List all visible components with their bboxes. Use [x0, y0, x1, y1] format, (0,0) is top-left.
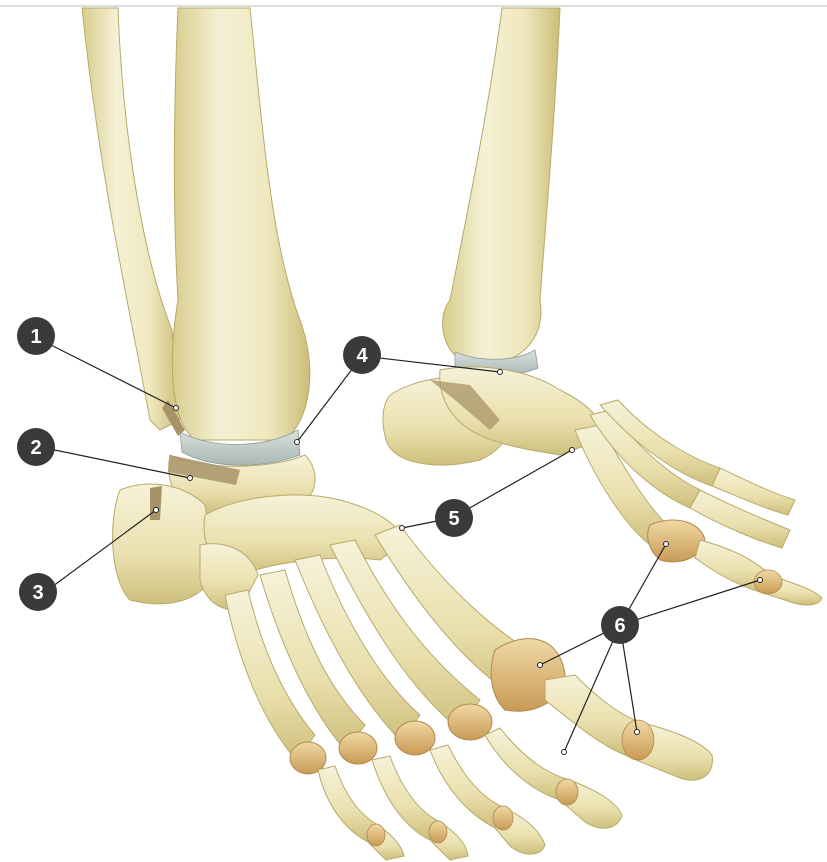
back-tibia [443, 8, 560, 362]
callout-5: 5 [435, 499, 473, 537]
leader-line-6b [620, 580, 760, 625]
endpoint-3 [154, 508, 159, 513]
endpoint-4b [295, 440, 300, 445]
back-metatarsals [575, 400, 720, 545]
endpoint-5a [400, 526, 405, 531]
endpoint-4a [498, 370, 503, 375]
callout-1-label: 1 [30, 326, 41, 348]
callout-1: 1 [17, 317, 55, 355]
mt-head-3 [395, 721, 435, 755]
callout-6-label: 6 [614, 615, 625, 637]
callout-2: 2 [17, 428, 55, 466]
toe5-ip-joint [367, 824, 385, 846]
endpoint-6b [758, 578, 763, 583]
callout-6: 6 [601, 606, 639, 644]
calcaneus-bone [113, 484, 215, 604]
hallux-ip-joint [622, 720, 654, 760]
leader-line-2 [45, 448, 190, 478]
callout-3: 3 [19, 573, 57, 611]
endpoint-6d [562, 750, 567, 755]
endpoint-6e [635, 730, 640, 735]
endpoint-2 [188, 476, 193, 481]
mt-head-4 [339, 732, 377, 764]
callout-4: 4 [343, 336, 381, 374]
toe2-ip-joint [556, 779, 578, 805]
fibula-bone [82, 8, 180, 430]
endpoint-1 [174, 406, 179, 411]
callout-2-label: 2 [30, 437, 41, 459]
endpoint-6a [664, 542, 669, 547]
tibia-bone [172, 8, 309, 440]
endpoint-6c [538, 663, 543, 668]
endpoint-5b [570, 448, 575, 453]
ligament-3 [150, 486, 162, 520]
toe4-ip-joint [429, 821, 447, 843]
callout-3-label: 3 [32, 582, 43, 604]
callout-4-label: 4 [356, 345, 368, 367]
toe3-ip-joint [493, 806, 513, 830]
callout-5-label: 5 [448, 508, 459, 530]
